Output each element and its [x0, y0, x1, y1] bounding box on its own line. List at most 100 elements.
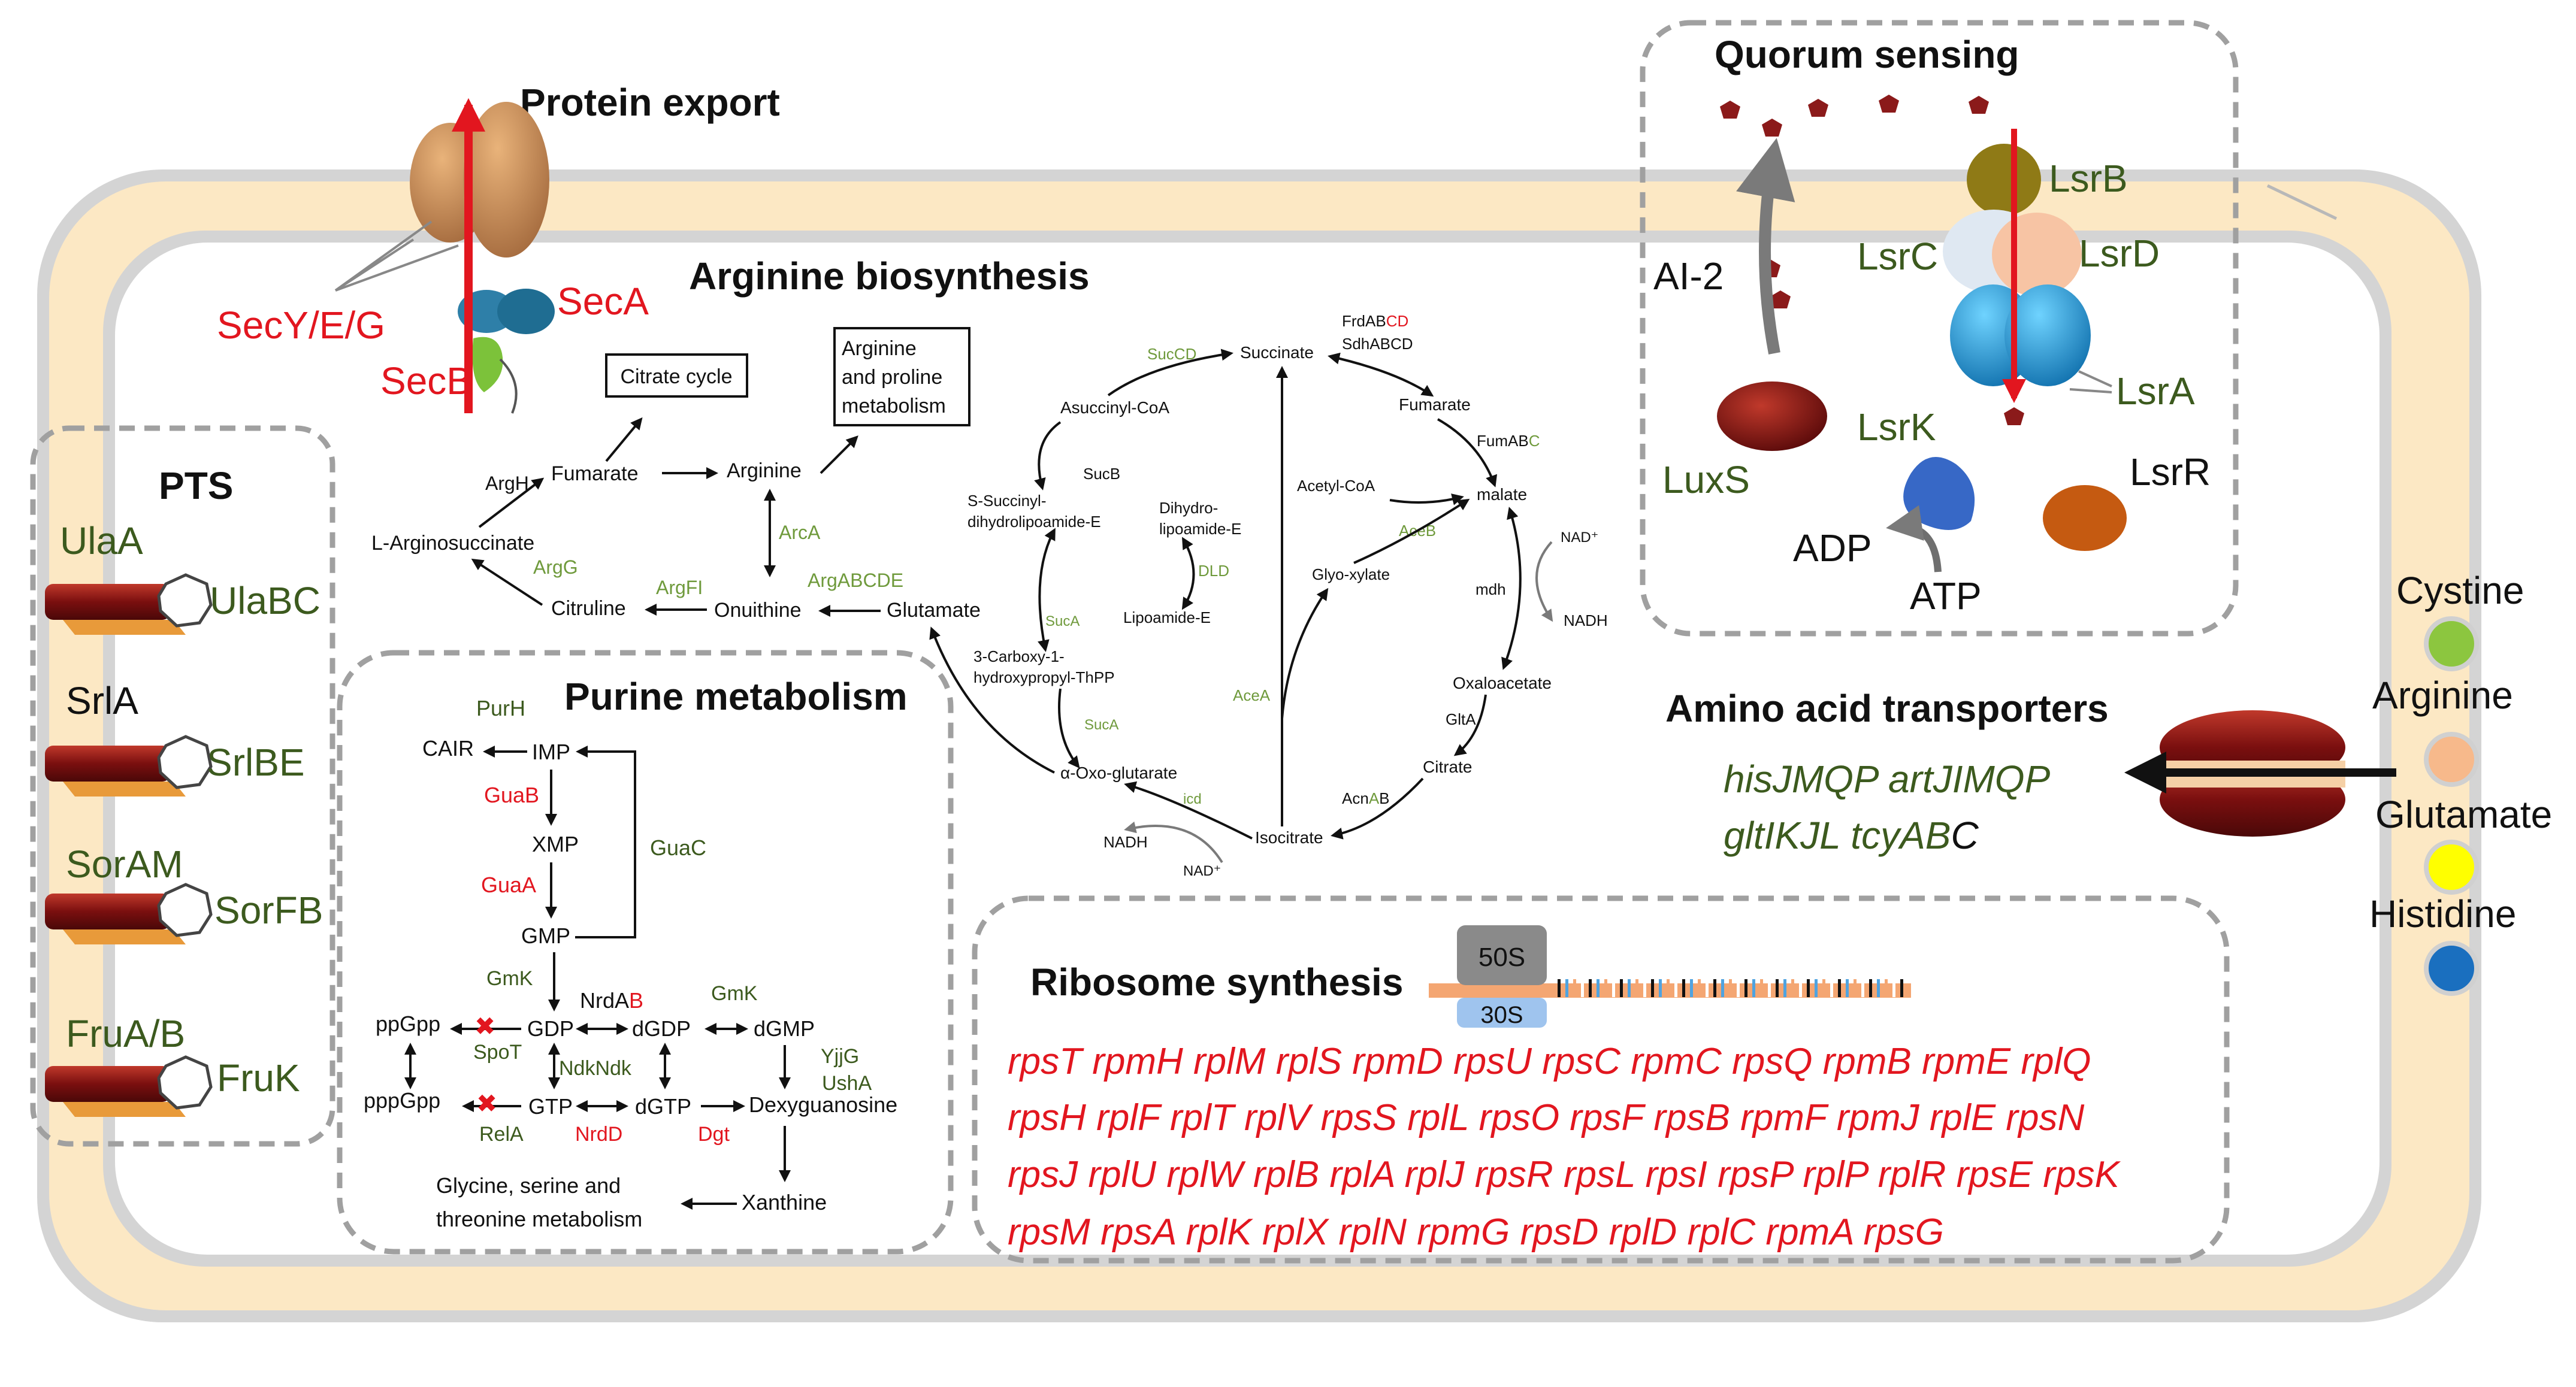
pts-transporter-stripe: [63, 1102, 186, 1117]
pts-row-3: SorAM SorFB: [45, 843, 323, 944]
tca-arrow-mdh: [1501, 507, 1522, 670]
legend-cystine-dot: [2424, 616, 2479, 671]
pts-transporter-stripe: [63, 929, 186, 944]
tca-arrow-sucb: [1034, 421, 1062, 490]
tca-arrow-succd: [1107, 349, 1233, 396]
gdp-label: GDP: [527, 1016, 574, 1041]
atp-adp-arrow: [1886, 505, 1942, 573]
mrna-tick: [1760, 979, 1763, 997]
tca-arrow-fumab: [1437, 418, 1498, 487]
legend-histidine-label: Histidine: [2369, 892, 2516, 935]
purine-title: Purine metabolism: [564, 675, 908, 718]
tca-acnab: AcnAB: [1342, 789, 1390, 807]
ai2-molecule: [1762, 119, 1782, 137]
mrna-tick: [1783, 979, 1786, 997]
luxs-shape: [1717, 381, 1827, 451]
tca-arrow-glyoxylate: [1353, 498, 1470, 564]
secyeg-complex-right: [463, 102, 549, 258]
argg-label: ArgG: [533, 556, 578, 578]
secyeg-pointer-2: [334, 238, 415, 292]
lsra-pointer-1: [2078, 370, 2112, 387]
tca-arrow-acn: [1331, 777, 1424, 840]
usha-label: UshA: [822, 1072, 872, 1095]
mrna-tick: [1744, 979, 1747, 997]
quorum-box: [1640, 20, 2239, 637]
lsrr-shape: [2043, 485, 2127, 551]
dgtp-label: dGTP: [635, 1094, 691, 1119]
imp-label: IMP: [532, 740, 570, 764]
ai2-molecule: [1808, 99, 1828, 117]
legend-cystine-label: Cystine: [2396, 569, 2524, 612]
amino-genes-2a: gltIKJL tcyAB: [1724, 814, 1951, 857]
tca-dihydro-2: lipoamide-E: [1159, 520, 1241, 538]
pts-box: [30, 425, 335, 1147]
mrna-tick: [1861, 979, 1864, 997]
pts-right-label: UlaBC: [210, 579, 321, 622]
tca-succd: SucCD: [1147, 345, 1196, 363]
tca-carboxy-1: 3-Carboxy-1-: [973, 647, 1065, 665]
pts-row-2: SrlA SrlBE: [45, 679, 305, 797]
mrna-tick: [1838, 979, 1841, 997]
tca-nad-plus: NAD⁺: [1561, 529, 1598, 546]
tca-frd-cd: CD: [1386, 312, 1409, 330]
nrdab-a: NrdA: [580, 988, 629, 1013]
amino-genes-1: hisJMQP artJIMQP: [1724, 758, 2051, 801]
pts-enzyme-icon: [157, 573, 213, 628]
argfi-label: ArgFI: [656, 577, 703, 598]
tca-glta: GltA: [1446, 710, 1476, 728]
lsra-label: LsrA: [2116, 370, 2195, 413]
ribosome-title: Ribosome synthesis: [1030, 961, 1403, 1004]
mrna-tick: [1558, 979, 1561, 997]
mrna-tick: [1674, 979, 1677, 997]
mrna-tick: [1737, 979, 1740, 997]
arginine-title: Arginine biosynthesis: [689, 255, 1090, 298]
lsrr-label: LsrR: [2130, 450, 2211, 493]
lsrd-shape: [1992, 213, 2082, 296]
pts-transporter-tube: [45, 894, 171, 929]
guac-label: GuaC: [650, 835, 706, 860]
tca-arrow-glta: [1453, 694, 1487, 756]
arrow-argg: [471, 558, 543, 606]
ribosome-genes-line-2: rpsH rplF rplT rplV rpsS rplL rpsO rpsF …: [1008, 1097, 2084, 1138]
quorum-title: Quorum sensing: [1715, 33, 2019, 76]
tca-fumab: FumABC: [1477, 432, 1540, 450]
mrna-tick: [1752, 979, 1755, 997]
mrna-tick: [1628, 979, 1631, 997]
protein-export-title: Protein export: [520, 81, 780, 124]
atp-label: ATP: [1910, 574, 1982, 617]
xanthine-label: Xanthine: [742, 1190, 827, 1215]
guab-label: GuaB: [484, 783, 539, 807]
pts-transporter-tube: [45, 584, 171, 620]
tca-citrate: Citrate: [1423, 758, 1472, 776]
mrna-tick: [1846, 979, 1849, 997]
lsrb-label: LsrB: [2049, 157, 2128, 200]
mrna-tick: [1667, 979, 1670, 997]
tca-arrow-icd: [1124, 781, 1253, 840]
legend-arginine-label: Arginine: [2372, 674, 2513, 717]
ppgpp-label: ppGpp: [376, 1012, 440, 1036]
tca-oxo-glutarate: α-Oxo-glutarate: [1060, 764, 1177, 782]
ai2-export-arrow: [1736, 138, 1795, 355]
spot-label: SpoT: [473, 1041, 522, 1064]
citrate-cycle-label: Citrate cycle: [620, 365, 732, 388]
fumarate-label: Fumarate: [551, 462, 639, 485]
legend-glutamate-label: Glutamate: [2375, 793, 2552, 836]
cell-envelope: [37, 169, 2481, 1322]
arca-label: ArcA: [779, 522, 821, 543]
gtp-label: GTP: [528, 1094, 573, 1119]
tca-malate: malate: [1477, 485, 1527, 504]
amino-acid-transporters: Amino acid transporters hisJMQP artJIMQP…: [1665, 569, 2552, 996]
mrna-tick: [1565, 979, 1568, 997]
tca-lipoamide: Lipoamide-E: [1123, 608, 1211, 626]
pts-transporter-stripe: [63, 620, 186, 635]
arginosuccinate-label: L-Arginosuccinate: [371, 532, 534, 555]
tca-nadh-2: NADH: [1103, 833, 1148, 851]
mrna-tick: [1815, 979, 1818, 997]
tca-sdh-label: SdhABCD: [1342, 335, 1413, 353]
tca-suca-1: SucA: [1045, 613, 1080, 629]
ai2-molecule: [1720, 101, 1740, 119]
amino-title: Amino acid transporters: [1665, 687, 2109, 730]
dgt-label: Dgt: [698, 1123, 730, 1146]
